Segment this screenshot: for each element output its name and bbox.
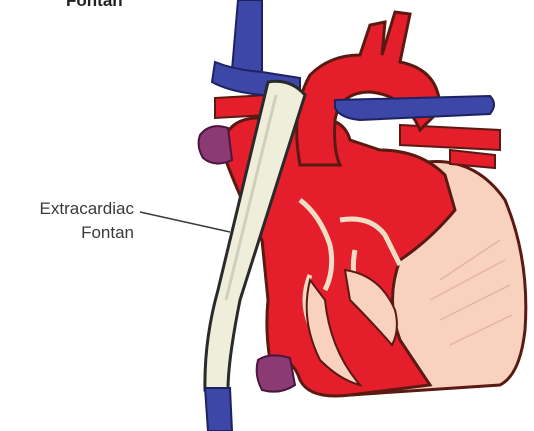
callout-label-line2: Fontan — [81, 222, 134, 244]
inferior-vena-cava — [205, 388, 232, 431]
lower-valve — [257, 355, 295, 391]
pulmonary-branch-blue-right — [335, 96, 494, 120]
callout-label-line1: Extracardiac — [40, 198, 134, 220]
pulmonary-artery-right — [400, 125, 500, 150]
callout-line — [140, 212, 230, 232]
header-label: Fontan — [66, 0, 123, 12]
pulmonary-branch-right-lower — [450, 150, 495, 168]
upper-valve — [199, 126, 232, 163]
